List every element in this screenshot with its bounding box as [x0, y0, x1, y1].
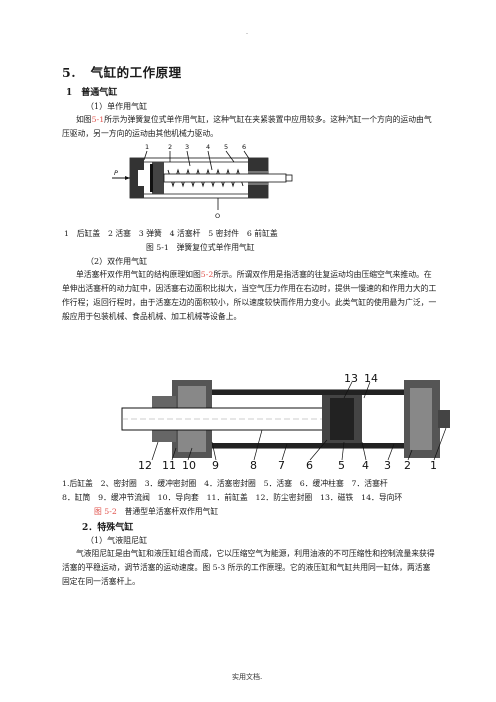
fig2-label-4: 4 [362, 459, 369, 470]
subsection-heading-2: 2．特殊气缸 [82, 523, 134, 533]
fig2-label-5: 5 [338, 459, 345, 470]
paragraph-double-acting: 单活塞杆双作用气缸的结构原理如图5-2所示。所谓双作用是指活塞的往复运动均由压缩… [62, 270, 437, 321]
section-title: 5. 气缸的工作原理 [62, 62, 182, 81]
figure-5-2-caption: 图 5-2 普通型单活塞杆双作用气缸 [94, 507, 219, 516]
fig1-label-6: 6 [242, 143, 246, 151]
figure-5-2-parts-line-2: 8．缸筒 9．缓冲节流阀 10．导向套 11．前缸盖 12．防尘密封圈 13．磁… [62, 493, 403, 502]
figure-5-1-parts: 1 后缸盖 2 活塞 3 弹簧 4 活塞杆 5 密封件 6 前缸盖 [64, 229, 278, 238]
fig2-label-8: 8 [250, 459, 257, 470]
subheading-single-acting: （1）单作用气缸 [86, 102, 148, 111]
fig2-label-6: 6 [306, 459, 313, 470]
fig1-label-3: 3 [185, 143, 189, 151]
figure-5-2-caption-ref: 图 5-2 [94, 507, 117, 516]
header-mark: - [246, 30, 249, 37]
paragraph-single-acting: 如图5-1所示为弹簧复位式单作用气缸，这种气缸在夹紧装置中应用较多。这种汽缸一个… [62, 115, 432, 138]
fig2-label-13: 13 [344, 372, 358, 385]
fig2-label-3: 3 [384, 459, 391, 470]
section-number: 5. [62, 65, 77, 80]
subheading-double-acting: （2）双作用气缸 [86, 257, 148, 266]
figure-5-1-caption: 图 5-1 弹簧复位式单作用气缸 [146, 243, 255, 252]
figure-5-2-parts-line-1: 1.后缸盖 2、密封圈 3．缓冲密封圈 4．活塞密封圈 5．活塞 6．缓冲柱塞 … [62, 479, 388, 488]
fig1-port-o: O [215, 212, 220, 220]
fig2-label-10: 10 [182, 459, 196, 470]
fig1-label-1: 1 [145, 143, 149, 151]
figure-5-2-diagram: 13 14 12 11 10 9 8 7 6 5 4 3 2 1 [121, 372, 450, 470]
paragraph-gas-liquid-damping: 气液阻尼缸是由气缸和液压缸组合而成，它以压缩空气为能源，利用油液的不可压缩性和控… [62, 549, 435, 586]
fig2-label-12: 12 [138, 459, 152, 470]
section-title-text: 气缸的工作原理 [90, 65, 182, 80]
page-footer: 实用文档. [232, 673, 263, 681]
subheading-gas-liquid-damping: （1）气液阻尼缸 [86, 536, 148, 545]
fig1-label-5: 5 [224, 143, 228, 151]
fig1-port-p: P [114, 169, 118, 177]
fig1-label-2: 2 [168, 143, 172, 151]
figure-ref-5-2: 5-2 [200, 270, 214, 279]
fig2-label-11: 11 [162, 459, 176, 470]
fig2-label-14: 14 [364, 372, 378, 385]
fig1-label-4: 4 [206, 143, 210, 151]
fig2-label-1: 1 [430, 459, 437, 470]
fig2-label-2: 2 [404, 459, 411, 470]
subsection-heading-1: 1 普通气缸 [66, 88, 118, 98]
figure-5-1-diagram: 1 2 3 4 5 6 P O [112, 143, 293, 220]
figure-ref-5-1: 5-1 [91, 115, 105, 124]
fig2-label-7: 7 [278, 459, 285, 470]
fig2-label-9: 9 [212, 459, 219, 470]
